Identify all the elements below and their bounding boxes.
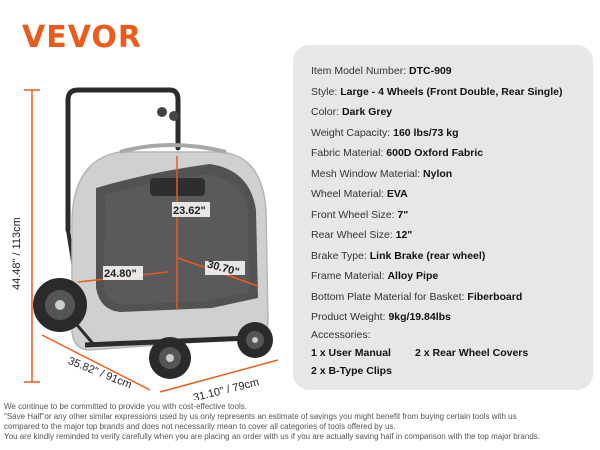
brand-logo: VEVOR: [22, 20, 143, 55]
spec-style: Style: Large - 4 Wheels (Front Double, R…: [311, 85, 563, 98]
spec-frame: Frame Material: Alloy Pipe: [311, 270, 439, 282]
spec-mesh: Mesh Window Material: Nylon: [311, 167, 453, 180]
front-wheel-left: [149, 337, 191, 379]
disclaimer: We continue to be committed to provide y…: [4, 402, 598, 442]
front-wheel-right: [237, 322, 273, 358]
spec-panel: Item Model Number: DTC-909 Style: Large …: [293, 45, 593, 390]
accessories-title: Accessories:: [311, 329, 371, 341]
rear-wheel: [33, 278, 87, 332]
spec-front-wheel: Front Wheel Size: 7": [311, 208, 409, 221]
inner-height-dimension: 23.62": [172, 156, 210, 310]
disclaimer-line: "Save Half"or any other similar expressi…: [4, 412, 517, 421]
accessory-item: 2 x B-Type Clips: [311, 365, 392, 377]
disclaimer-line: You are kindly reminded to verify carefu…: [4, 432, 540, 441]
accessory-item: 2 x Rear Wheel Covers: [415, 347, 529, 359]
spec-model: Item Model Number: DTC-909: [311, 65, 452, 77]
spec-wheel-material: Wheel Material: EVA: [311, 188, 408, 200]
disclaimer-line: compared to the major top brands and doe…: [4, 422, 396, 431]
spec-product-weight: Product Weight: 9kg/19.84lbs: [311, 311, 451, 323]
inner-height-label: 23.62": [173, 205, 206, 217]
length-label: 35.82" / 91cm: [66, 355, 133, 391]
product-image: 44.48" / 113cm 23.62" 24.80": [11, 87, 279, 400]
height-label: 44.48" / 113cm: [11, 217, 23, 290]
spec-weight-capacity: Weight Capacity: 160 lbs/73 kg: [311, 126, 459, 139]
accessory-item: 1 x User Manual: [311, 347, 391, 359]
disclaimer-line: We continue to be committed to provide y…: [4, 402, 247, 411]
spec-color: Color: Dark Grey: [311, 106, 393, 118]
inner-length-label: 24.80": [104, 268, 137, 280]
spec-bottom-plate: Bottom Plate Material for Basket: Fiberb…: [311, 290, 523, 303]
spec-rear-wheel: Rear Wheel Size: 12": [311, 229, 413, 241]
spec-brake: Brake Type: Link Brake (rear wheel): [311, 249, 486, 262]
inner-length-dimension: 24.80": [77, 266, 169, 283]
inner-width-dimension: 30.70": [177, 257, 259, 287]
height-dimension: 44.48" / 113cm: [11, 89, 40, 383]
spec-fabric: Fabric Material: 600D Oxford Fabric: [311, 147, 484, 159]
